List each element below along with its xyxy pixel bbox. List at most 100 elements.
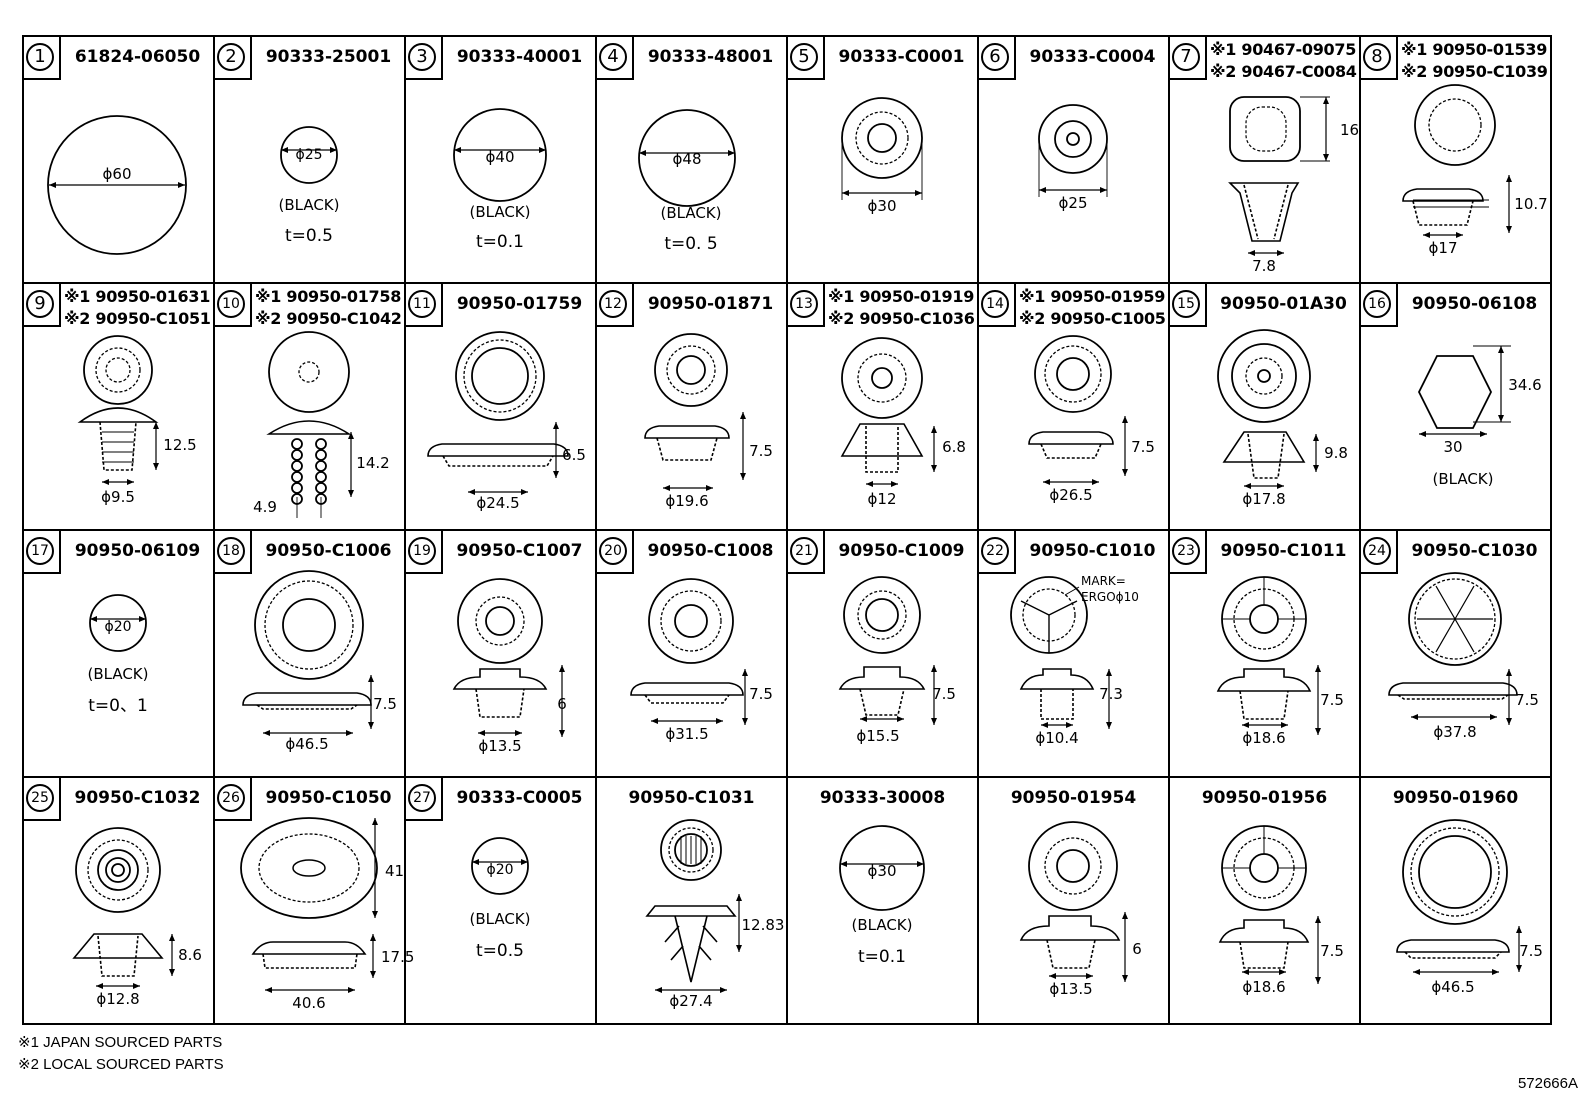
part-number-local: ※2 90950-C1005 bbox=[1019, 309, 1166, 328]
part-cell: 11 90950-01759 6.5 ϕ24.5 bbox=[404, 282, 597, 531]
thickness-label: t=0.1 bbox=[476, 232, 524, 252]
part-number: 90950-C1009 bbox=[838, 541, 965, 561]
footnote-local-sourced: ※2 LOCAL SOURCED PARTS bbox=[18, 1056, 224, 1073]
part-figure: 6.8 ϕ12 bbox=[840, 337, 966, 508]
part-number-local: ※2 90467-C0084 bbox=[1210, 62, 1357, 81]
part-number: 90950-06109 bbox=[74, 541, 201, 561]
index-box: 26 bbox=[213, 776, 252, 821]
diameter-label: ϕ25 bbox=[1059, 194, 1088, 212]
part-number: 90950-01A30 bbox=[1220, 294, 1347, 314]
diameter-label: ϕ25 bbox=[295, 147, 322, 163]
index-box: 12 bbox=[595, 282, 634, 327]
index-box: 1 bbox=[22, 35, 61, 80]
height-label: 7.5 bbox=[1320, 691, 1344, 709]
height-label: 6.5 bbox=[562, 446, 586, 464]
part-number: 61824-06050 bbox=[74, 47, 201, 67]
index-box: 25 bbox=[22, 776, 61, 821]
index-box: 18 bbox=[213, 529, 252, 574]
item-index-circle: 14 bbox=[981, 290, 1009, 318]
part-figure: 41 17.5 40.6 bbox=[240, 817, 414, 1012]
height-label: 7.5 bbox=[1320, 942, 1344, 960]
part-number: 90950-01759 bbox=[456, 294, 583, 314]
diameter-label: ϕ12 bbox=[868, 490, 897, 508]
item-index-circle: 23 bbox=[1172, 537, 1200, 565]
diameter-label: ϕ24.5 bbox=[476, 494, 519, 512]
part-number-japan: ※1 90950-01631 bbox=[64, 287, 211, 306]
part-number-local: ※2 90950-C1039 bbox=[1401, 62, 1548, 81]
part-number: 90950-C1008 bbox=[647, 541, 774, 561]
item-index-circle: 2 bbox=[217, 43, 245, 71]
width-label: 4.9 bbox=[253, 498, 277, 516]
height-label: 34.6 bbox=[1508, 376, 1541, 394]
item-index-circle: 9 bbox=[26, 290, 54, 318]
index-box: 14 bbox=[977, 282, 1016, 327]
part-figure: ϕ60 bbox=[47, 115, 187, 255]
height-label: 7.5 bbox=[1519, 942, 1543, 960]
part-number-japan: ※1 90950-01919 bbox=[828, 287, 975, 306]
part-number-local: ※2 90950-C1051 bbox=[64, 309, 211, 328]
item-index-circle: 24 bbox=[1363, 537, 1391, 565]
index-box: 19 bbox=[404, 529, 443, 574]
part-number: 90950-C1007 bbox=[456, 541, 583, 561]
part-figure: 14.2 4.9 bbox=[253, 331, 390, 518]
height-label: 10.7 bbox=[1514, 195, 1547, 213]
part-figure: ϕ40(BLACK)t=0.1 bbox=[453, 108, 547, 252]
index-box: 13 bbox=[786, 282, 825, 327]
diameter-label: ϕ13.5 bbox=[1049, 980, 1092, 998]
item-index-circle: 11 bbox=[408, 290, 436, 318]
color-label: (BLACK) bbox=[469, 203, 530, 221]
width-label: 40.6 bbox=[292, 994, 325, 1012]
part-figure: 7.5 ϕ46.5 bbox=[1396, 819, 1543, 996]
part-number: 90333-40001 bbox=[456, 47, 583, 67]
part-number: 90950-C1050 bbox=[265, 788, 392, 808]
color-label: (BLACK) bbox=[851, 916, 912, 934]
diameter-label: ϕ30 bbox=[868, 862, 897, 880]
thickness-label: t=0.5 bbox=[285, 226, 333, 246]
height-label: 7.5 bbox=[749, 442, 773, 460]
part-number-japan: ※1 90467-09075 bbox=[1210, 40, 1357, 59]
index-box: 2 bbox=[213, 35, 252, 80]
part-figure: ϕ30 bbox=[841, 97, 923, 215]
part-number: 90950-01960 bbox=[1392, 788, 1519, 808]
item-index-circle: 10 bbox=[217, 290, 245, 318]
index-box: 24 bbox=[1359, 529, 1398, 574]
item-index-circle: 13 bbox=[790, 290, 818, 318]
diameter-label: ϕ46.5 bbox=[1431, 978, 1474, 996]
item-index-circle: 26 bbox=[217, 784, 245, 812]
height-label: 7.5 bbox=[373, 695, 397, 713]
index-box: 6 bbox=[977, 35, 1016, 80]
color-label: (BLACK) bbox=[278, 196, 339, 214]
item-index-circle: 7 bbox=[1172, 43, 1200, 71]
index-box: 27 bbox=[404, 776, 443, 821]
drawing-code: 572666A bbox=[1517, 1075, 1578, 1092]
height-label: 6.8 bbox=[942, 438, 966, 456]
thickness-label: t=0.1 bbox=[858, 947, 906, 967]
item-index-circle: 19 bbox=[408, 537, 436, 565]
height-label: 41 bbox=[385, 862, 404, 880]
height-label: 17.5 bbox=[381, 948, 414, 966]
part-figure: ϕ48(BLACK)t=0. 5 bbox=[638, 109, 736, 254]
item-index-circle: 25 bbox=[26, 784, 54, 812]
height-label: 14.2 bbox=[356, 454, 389, 472]
part-figure: ϕ30 (BLACK) t=0.1 bbox=[839, 825, 925, 967]
height-label: 6 bbox=[557, 695, 567, 713]
